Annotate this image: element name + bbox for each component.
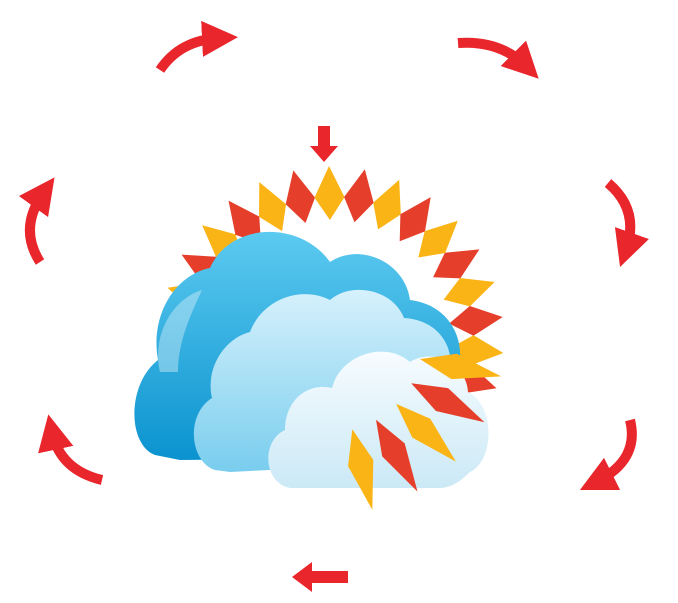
arrow-down-icon — [310, 126, 338, 162]
sun-ray — [228, 200, 261, 244]
cycle-arrows — [18, 20, 649, 491]
sun-ray — [376, 419, 418, 492]
curved-arrow-icon — [38, 414, 104, 485]
curved-arrow-icon — [155, 20, 238, 73]
sun-ray — [399, 197, 431, 242]
front-rays — [348, 353, 502, 510]
sun-ray — [396, 403, 456, 462]
sun-ray — [314, 166, 345, 220]
clouds — [134, 231, 489, 488]
curved-arrow-icon — [579, 418, 637, 491]
sun-ray — [285, 170, 315, 223]
sun-ray — [418, 220, 458, 258]
sun-ray — [411, 383, 485, 423]
cloud-back-shine — [158, 290, 202, 372]
sun-ray — [433, 249, 480, 279]
sun-ray — [348, 429, 374, 510]
cloud-front — [268, 351, 489, 488]
arrow-left-icon — [292, 562, 348, 592]
sun-ray — [259, 182, 287, 232]
sun-ray — [449, 306, 503, 336]
straight-arrows — [292, 126, 348, 592]
curved-arrow-icon — [604, 179, 649, 267]
sun-ray — [373, 179, 401, 230]
sun-ray — [420, 353, 502, 380]
curved-arrow-icon — [457, 37, 539, 79]
sun-ray — [443, 278, 495, 307]
curved-arrow-icon — [18, 177, 55, 265]
sun-ray — [344, 169, 374, 223]
